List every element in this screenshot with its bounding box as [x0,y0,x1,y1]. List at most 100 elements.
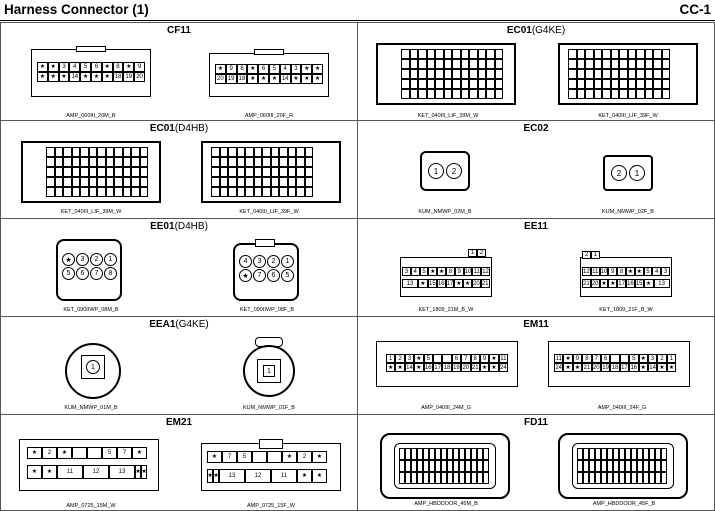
pin-cavity [97,167,106,177]
pin-cavity [576,59,585,69]
pin-cavity [429,448,435,460]
eea1-f-pin-1: 1 [263,365,275,377]
pin-cavity [443,79,452,89]
pin-cavity [465,472,471,484]
connector-eea1-male: 1 [63,341,123,401]
pin-cavity [426,79,435,89]
pin-cavity [568,69,577,79]
pin-cavity [577,460,583,472]
pin-cavity: 9 [608,267,618,276]
pin-cavity [54,157,63,167]
pin-cavity: 18 [236,74,248,84]
pin-cavity [661,472,667,484]
pin-cavity: ★ [47,72,59,82]
pin-cavity: 5 [268,64,280,74]
pin-cavity [568,49,577,59]
pin-cavity [139,157,148,167]
pin-cavity [486,59,495,69]
pin-cavity [631,460,637,472]
pin-cavity [460,49,469,59]
pin-cavity: 20 [215,74,226,84]
pin-cavity [245,167,254,177]
pin-cavity: 19 [600,363,611,372]
pin-cavity [595,472,601,484]
pin-cavity [411,448,417,460]
pin-cavity [602,79,611,89]
caption-ec01-d4hb-female: KET_040III_LIF_39F_W [239,209,299,215]
pin-cavity [661,448,667,460]
pin-cavity [619,79,628,89]
pin-cavity [494,89,503,99]
pin-cavity [253,167,262,177]
pin-cavity [409,49,418,59]
pin-cavity [577,448,583,460]
caption-em21-male: AMP_0725_15M_W [66,503,116,509]
pin-cavity [477,89,486,99]
pin-cavity [637,472,643,484]
pin-cavity [270,147,279,157]
pin-cavity [80,167,89,177]
pin-cavity: 2 [267,255,280,268]
pin-cavity [245,177,254,187]
pin-cavity: 9 [225,64,237,74]
pin-cavity [262,167,271,177]
pin-cavity [443,69,452,79]
pin-cavity [576,79,585,89]
pin-cavity [417,460,423,472]
pin-cavity [88,157,97,167]
pin-cavity [483,460,489,472]
pin-cavity: 21 [480,279,490,288]
page-title: Harness Connector (1) [4,2,149,17]
pin-cavity [583,460,589,472]
pin-cavity: ★ [101,62,113,72]
pin-cavity: 3 [404,354,415,363]
pin-cavity [80,187,89,197]
pin-cavity [279,187,288,197]
pin-cavity [465,448,471,460]
pin-cavity [576,49,585,59]
connector-eea1-female: 1 [241,337,297,403]
pin-cavity [228,187,237,197]
pin-cavity: ★ [479,363,490,372]
pin-cavity: 5 [80,62,91,72]
pin-cavity [613,448,619,460]
caption-ec01-g4ke-male: KET_040III_LIF_39M_W [417,113,479,119]
pin-cavity [601,472,607,484]
pin-cavity: 4 [69,62,81,72]
pin-cavity [287,157,296,167]
pin-cavity [253,157,262,167]
pin-cavity [435,472,441,484]
pin-cavity: 6 [451,354,462,363]
pin-cavity: ★ [312,469,327,483]
pin-cavity [469,59,478,69]
pin-cavity [131,157,140,167]
pin-cavity [477,448,483,460]
pin-cavity [576,89,585,99]
pin-cavity [405,472,411,484]
pin-cavity [409,79,418,89]
pin-cavity: 9 [572,354,583,363]
pin-cavity [219,187,228,197]
pin-cavity [267,451,282,463]
pin-cavity [418,59,427,69]
pin-cavity [279,167,288,177]
pin-cavity: ★ [141,465,147,479]
pin-cavity [236,187,245,197]
connector-fd11-male [380,433,510,503]
ec02-f-pin-2: 2 [611,165,627,181]
pin-cavity [610,59,619,69]
pin-cavity: ★ [258,74,269,84]
ec01-d4hb-female-pin-grid [211,147,313,197]
pin-cavity: 17 [445,279,455,288]
pin-cavity [494,79,503,89]
pin-cavity [228,177,237,187]
pin-cavity: 9 [134,62,145,72]
pin-cavity [602,59,611,69]
